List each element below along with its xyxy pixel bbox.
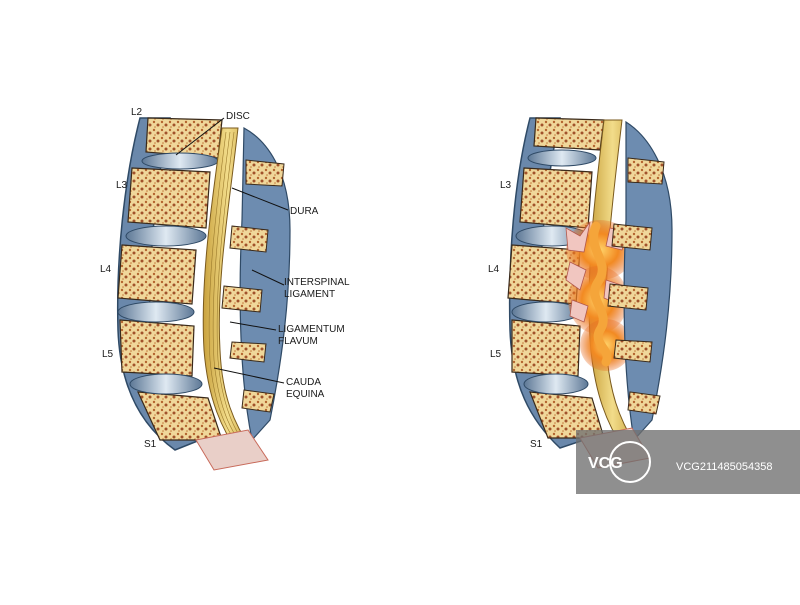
label-cauda-2: EQUINA: [286, 389, 325, 400]
level-label-s1: S1: [144, 439, 157, 450]
label-interspinal-1: INTERSPINAL: [284, 277, 350, 288]
level-label-l2: L2: [131, 107, 143, 118]
watermark-id: VCG211485054358: [676, 461, 772, 473]
nerve-fibers-left: [208, 131, 251, 453]
level-label-l3: L3: [116, 180, 128, 191]
label-interspinal-2: LIGAMENT: [284, 289, 335, 300]
leader-lines-left: [175, 117, 289, 384]
label-cauda-1: CAUDA: [286, 377, 321, 388]
label-disc: DISC: [226, 111, 250, 122]
level-label-l5: L5: [102, 349, 114, 360]
label-flavum-1: LIGAMENTUM: [278, 324, 345, 335]
vertebral-bodies-left: [117, 117, 223, 441]
watermark-logo: VCG: [588, 455, 623, 472]
watermark: VCG VCG211485054358: [576, 430, 800, 494]
left-spine: L2 L3 L4 L5 S1 DISC DURA INTERSPINAL LIG…: [100, 107, 350, 471]
right-level-label-l5: L5: [490, 349, 502, 360]
spinous-processes-right: [607, 157, 665, 415]
right-spine: L3 L4 L5 S1: [488, 117, 673, 469]
label-dura: DURA: [290, 206, 319, 217]
right-level-label-l4: L4: [488, 264, 500, 275]
label-flavum-2: FLAVUM: [278, 336, 318, 347]
sacral-tissue-left: [195, 429, 269, 471]
watermark-logo-icon: [609, 441, 651, 483]
spinous-processes-left: [221, 159, 285, 413]
level-label-l4: L4: [100, 264, 112, 275]
vertebral-bodies-right: [507, 117, 605, 439]
discs-right: [511, 149, 597, 395]
right-level-label-s1: S1: [530, 439, 543, 450]
right-level-label-l3: L3: [500, 180, 512, 191]
discs-left: [117, 152, 219, 395]
